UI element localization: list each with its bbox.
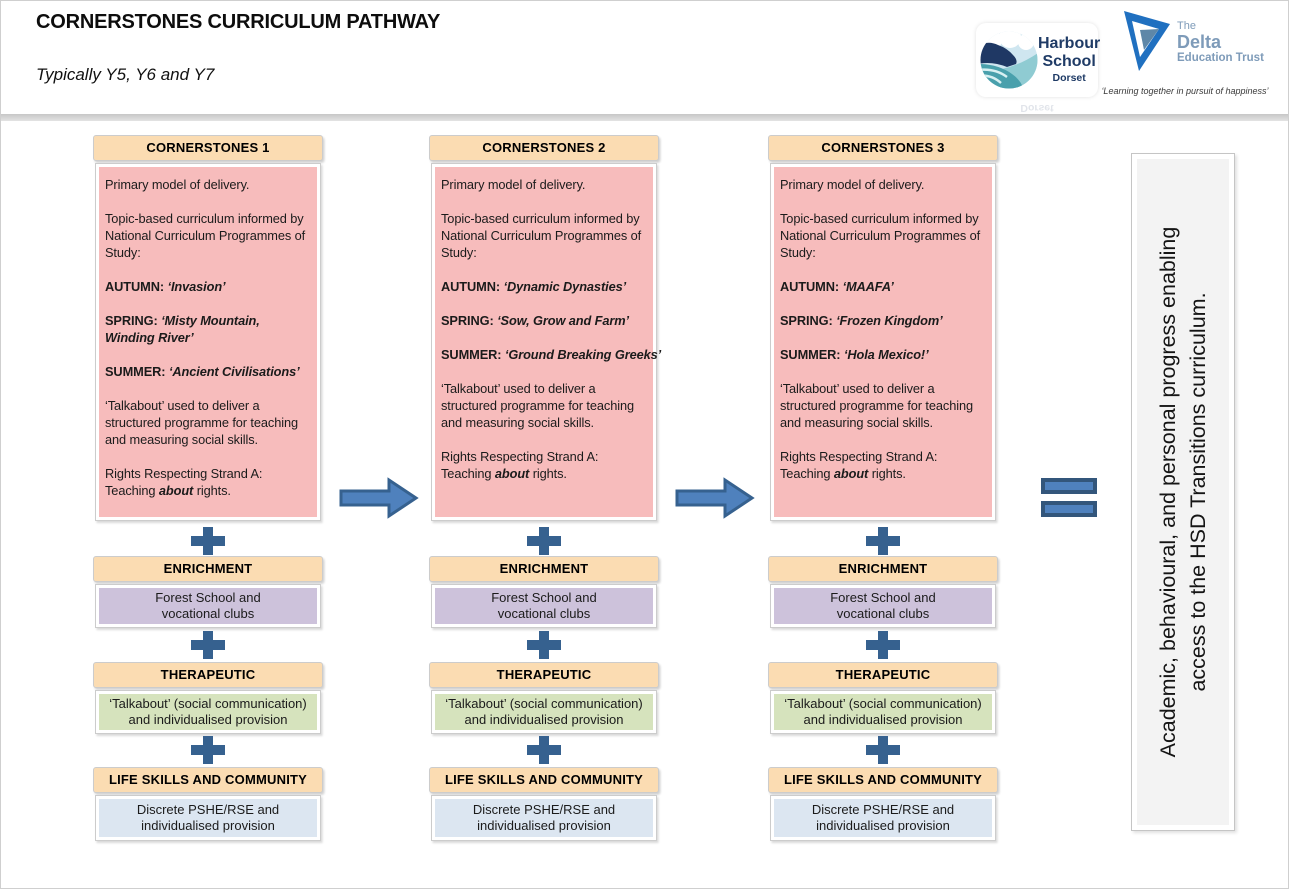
enrichment-box: Forest School and vocational clubs bbox=[95, 584, 321, 628]
primary-delivery-box: Primary model of delivery. Topic-based c… bbox=[95, 163, 321, 521]
autumn-topic: AUTUMN: ‘Invasion’ bbox=[105, 279, 226, 294]
autumn-topic: AUTUMN: ‘MAAFA’ bbox=[780, 279, 894, 294]
talkabout-text: ‘Talkabout’ used to deliver a structured… bbox=[105, 398, 299, 447]
plus-icon bbox=[866, 527, 900, 555]
harbour-line1: Harbour bbox=[1038, 35, 1101, 53]
spring-topic: SPRING: ‘Frozen Kingdom’ bbox=[780, 313, 943, 328]
lifeskills-text: Discrete PSHE/RSE and individualised pro… bbox=[811, 802, 955, 833]
plus-icon bbox=[191, 631, 225, 659]
rights-text: Rights Respecting Strand A:Teaching abou… bbox=[441, 449, 599, 481]
therapeutic-text: ‘Talkabout’ (social communication) and i… bbox=[109, 696, 307, 727]
outcome-text: Academic, behavioural, and personal prog… bbox=[1153, 162, 1213, 822]
summer-topic: SUMMER: ‘Ancient Civilisations’ bbox=[105, 364, 300, 379]
therapeutic-box: ‘Talkabout’ (social communication) and i… bbox=[770, 690, 996, 734]
harbour-school-wordmark: Harbour School Dorset bbox=[1038, 36, 1100, 84]
lifeskills-text: Discrete PSHE/RSE and individualised pro… bbox=[136, 802, 280, 833]
cornerstones-column-1: CORNERSTONES 1 Primary model of delivery… bbox=[93, 135, 323, 845]
cornerstones-column-3: CORNERSTONES 3 Primary model of delivery… bbox=[768, 135, 998, 845]
summer-topic: SUMMER: ‘Ground Breaking Greeks’ bbox=[441, 347, 662, 362]
lifeskills-text: Discrete PSHE/RSE and individualised pro… bbox=[472, 802, 616, 833]
primary-delivery-text: Primary model of delivery. bbox=[441, 177, 586, 192]
outcome-panel-fill bbox=[1137, 159, 1229, 825]
page-title: CORNERSTONES CURRICULUM PATHWAY bbox=[36, 11, 441, 33]
harbour-line3: Dorset bbox=[1052, 72, 1086, 85]
delta-line2: Delta bbox=[1177, 32, 1222, 52]
enrichment-text: Forest School and vocational clubs bbox=[491, 590, 597, 621]
therapeutic-box: ‘Talkabout’ (social communication) and i… bbox=[431, 690, 657, 734]
column-header: CORNERSTONES 3 bbox=[768, 135, 998, 161]
harbour-school-logo: Harbour School Dorset bbox=[976, 23, 1100, 97]
talkabout-text: ‘Talkabout’ used to deliver a structured… bbox=[441, 381, 635, 430]
outcome-line1: Academic, behavioural, and personal prog… bbox=[1156, 226, 1180, 758]
summer-topic: SUMMER: ‘Hola Mexico!’ bbox=[780, 347, 929, 362]
outcome-panel: Academic, behavioural, and personal prog… bbox=[1131, 153, 1235, 831]
lifeskills-header: LIFE SKILLS AND COMMUNITY bbox=[93, 767, 323, 793]
topic-based-text: Topic-based curriculum informed by Natio… bbox=[441, 211, 642, 260]
enrichment-text: Forest School and vocational clubs bbox=[155, 590, 261, 621]
column-header: CORNERSTONES 1 bbox=[93, 135, 323, 161]
delta-tagline: ‘Learning together in pursuit of happine… bbox=[1101, 86, 1269, 96]
plus-icon bbox=[191, 527, 225, 555]
rights-text: Rights Respecting Strand A:Teaching abou… bbox=[780, 449, 938, 481]
enrichment-box: Forest School and vocational clubs bbox=[770, 584, 996, 628]
therapeutic-text: ‘Talkabout’ (social communication) and i… bbox=[784, 696, 982, 727]
delta-wordmark: The Delta Education Trust bbox=[1177, 21, 1264, 81]
primary-delivery-box: Primary model of delivery. Topic-based c… bbox=[770, 163, 996, 521]
topic-based-text: Topic-based curriculum informed by Natio… bbox=[105, 211, 306, 260]
plus-icon bbox=[527, 527, 561, 555]
lifeskills-box: Discrete PSHE/RSE and individualised pro… bbox=[95, 795, 321, 841]
delta-trust-logo: The Delta Education Trust bbox=[1117, 9, 1267, 81]
primary-delivery-box: Primary model of delivery. Topic-based c… bbox=[431, 163, 662, 521]
column-header: CORNERSTONES 2 bbox=[429, 135, 659, 161]
lifeskills-box: Discrete PSHE/RSE and individualised pro… bbox=[431, 795, 657, 841]
lifeskills-box: Discrete PSHE/RSE and individualised pro… bbox=[770, 795, 996, 841]
arrow-right-icon bbox=[339, 477, 419, 519]
arrow-right-icon bbox=[675, 477, 755, 519]
plus-icon bbox=[527, 736, 561, 764]
plus-icon bbox=[866, 736, 900, 764]
harbour-line2: School bbox=[1042, 53, 1096, 71]
therapeutic-header: THERAPEUTIC bbox=[768, 662, 998, 688]
spring-topic: SPRING: ‘Sow, Grow and Farm’ bbox=[441, 313, 630, 328]
topic-based-text: Topic-based curriculum informed by Natio… bbox=[780, 211, 981, 260]
enrichment-header: ENRICHMENT bbox=[768, 556, 998, 582]
harbour-school-emblem-icon bbox=[980, 31, 1038, 89]
harbour-logo-reflection: Dorset bbox=[1020, 102, 1054, 114]
therapeutic-header: THERAPEUTIC bbox=[429, 662, 659, 688]
lifeskills-header: LIFE SKILLS AND COMMUNITY bbox=[429, 767, 659, 793]
enrichment-box: Forest School and vocational clubs bbox=[431, 584, 657, 628]
autumn-topic: AUTUMN: ‘Dynamic Dynasties’ bbox=[441, 279, 627, 294]
enrichment-header: ENRICHMENT bbox=[429, 556, 659, 582]
talkabout-text: ‘Talkabout’ used to deliver a structured… bbox=[780, 381, 974, 430]
therapeutic-header: THERAPEUTIC bbox=[93, 662, 323, 688]
cornerstones-column-2: CORNERSTONES 2 Primary model of delivery… bbox=[429, 135, 662, 845]
plus-icon bbox=[191, 736, 225, 764]
rights-text: Rights Respecting Strand A:Teaching abou… bbox=[105, 466, 263, 498]
plus-icon bbox=[527, 631, 561, 659]
outcome-line2: access to the HSD Transitions curriculum… bbox=[1186, 292, 1210, 692]
enrichment-header: ENRICHMENT bbox=[93, 556, 323, 582]
spring-topic: SPRING: ‘Misty Mountain, Winding River’ bbox=[105, 313, 260, 345]
header-divider bbox=[1, 114, 1288, 121]
equals-icon bbox=[1041, 478, 1097, 524]
plus-icon bbox=[866, 631, 900, 659]
primary-delivery-text: Primary model of delivery. bbox=[105, 177, 250, 192]
delta-triangle-icon bbox=[1124, 11, 1170, 71]
delta-line1: The bbox=[1177, 20, 1196, 32]
enrichment-text: Forest School and vocational clubs bbox=[830, 590, 936, 621]
page-subtitle: Typically Y5, Y6 and Y7 bbox=[36, 65, 215, 84]
therapeutic-text: ‘Talkabout’ (social communication) and i… bbox=[445, 696, 643, 727]
therapeutic-box: ‘Talkabout’ (social communication) and i… bbox=[95, 690, 321, 734]
delta-line3: Education Trust bbox=[1177, 52, 1264, 64]
lifeskills-header: LIFE SKILLS AND COMMUNITY bbox=[768, 767, 998, 793]
primary-delivery-text: Primary model of delivery. bbox=[780, 177, 925, 192]
